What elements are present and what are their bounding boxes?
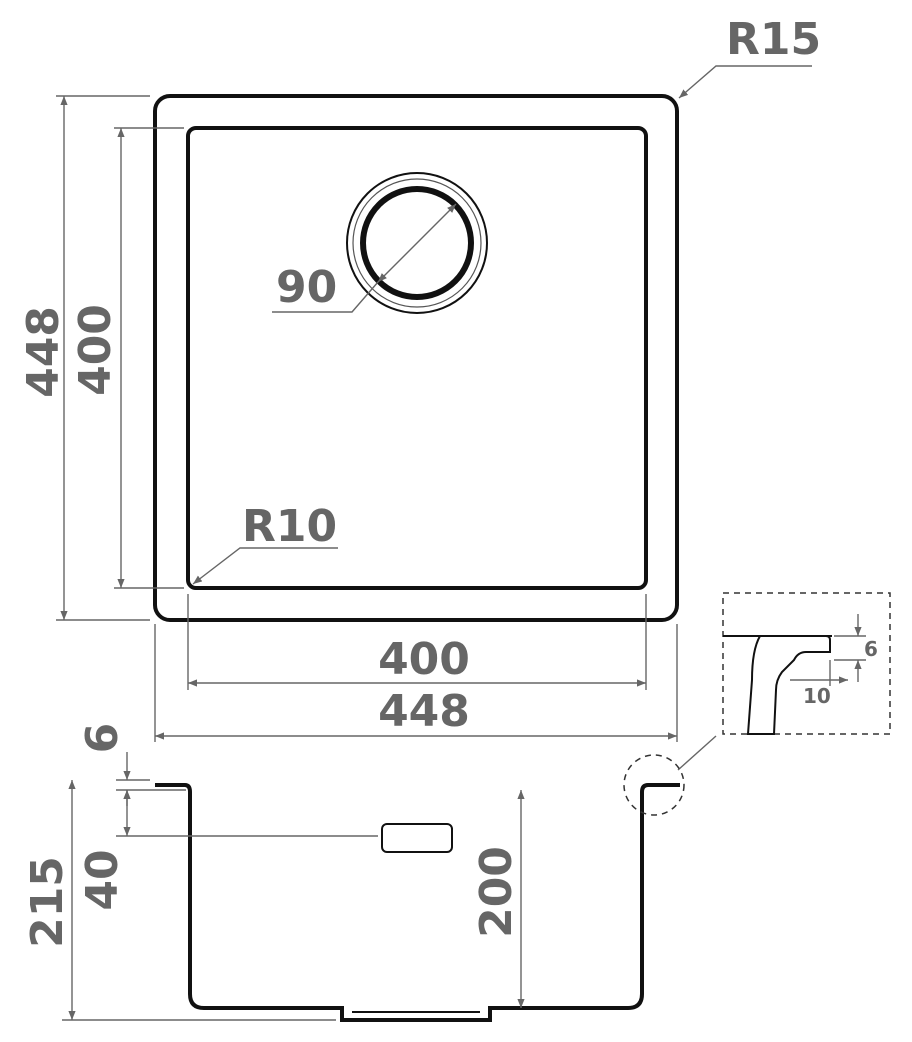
detail-rim-profile [746,635,831,735]
drain-leader [272,281,379,313]
sink-section-profile [155,783,680,1022]
detail-callout-circle [623,754,685,816]
r10-leader [192,547,338,585]
rim-thickness-label: 6 [77,723,128,754]
drain-hole [360,186,474,300]
drain-dimension-line [377,203,457,283]
r10-label: R10 [242,501,337,552]
rim-detail-view: 6 10 [677,592,891,771]
inner-height-label: 400 [70,304,121,396]
drain-ring-outer [346,172,488,314]
detail-leader [677,735,717,771]
top-view: 90 R15 R10 448 400 400 448 [18,14,821,742]
inner-bowl [186,126,648,590]
detail-width-label: 10 [803,684,831,708]
total-depth-label: 215 [22,856,73,948]
outer-height-label: 448 [18,306,69,398]
overflow-slot [381,823,453,853]
outer-width-label: 448 [378,686,470,737]
drain-ring-mid [352,178,482,308]
drain-label: 90 [276,262,337,313]
r15-leader [678,65,812,99]
bowl-depth-label: 200 [471,846,522,938]
section-view: 6 40 215 200 [22,723,685,1022]
detail-frame [722,592,891,735]
detail-thickness-label: 6 [864,637,878,661]
inner-width-label: 400 [378,634,470,685]
overflow-offset-label: 40 [77,849,128,910]
outer-rim [153,94,679,622]
r15-label: R15 [726,14,821,65]
